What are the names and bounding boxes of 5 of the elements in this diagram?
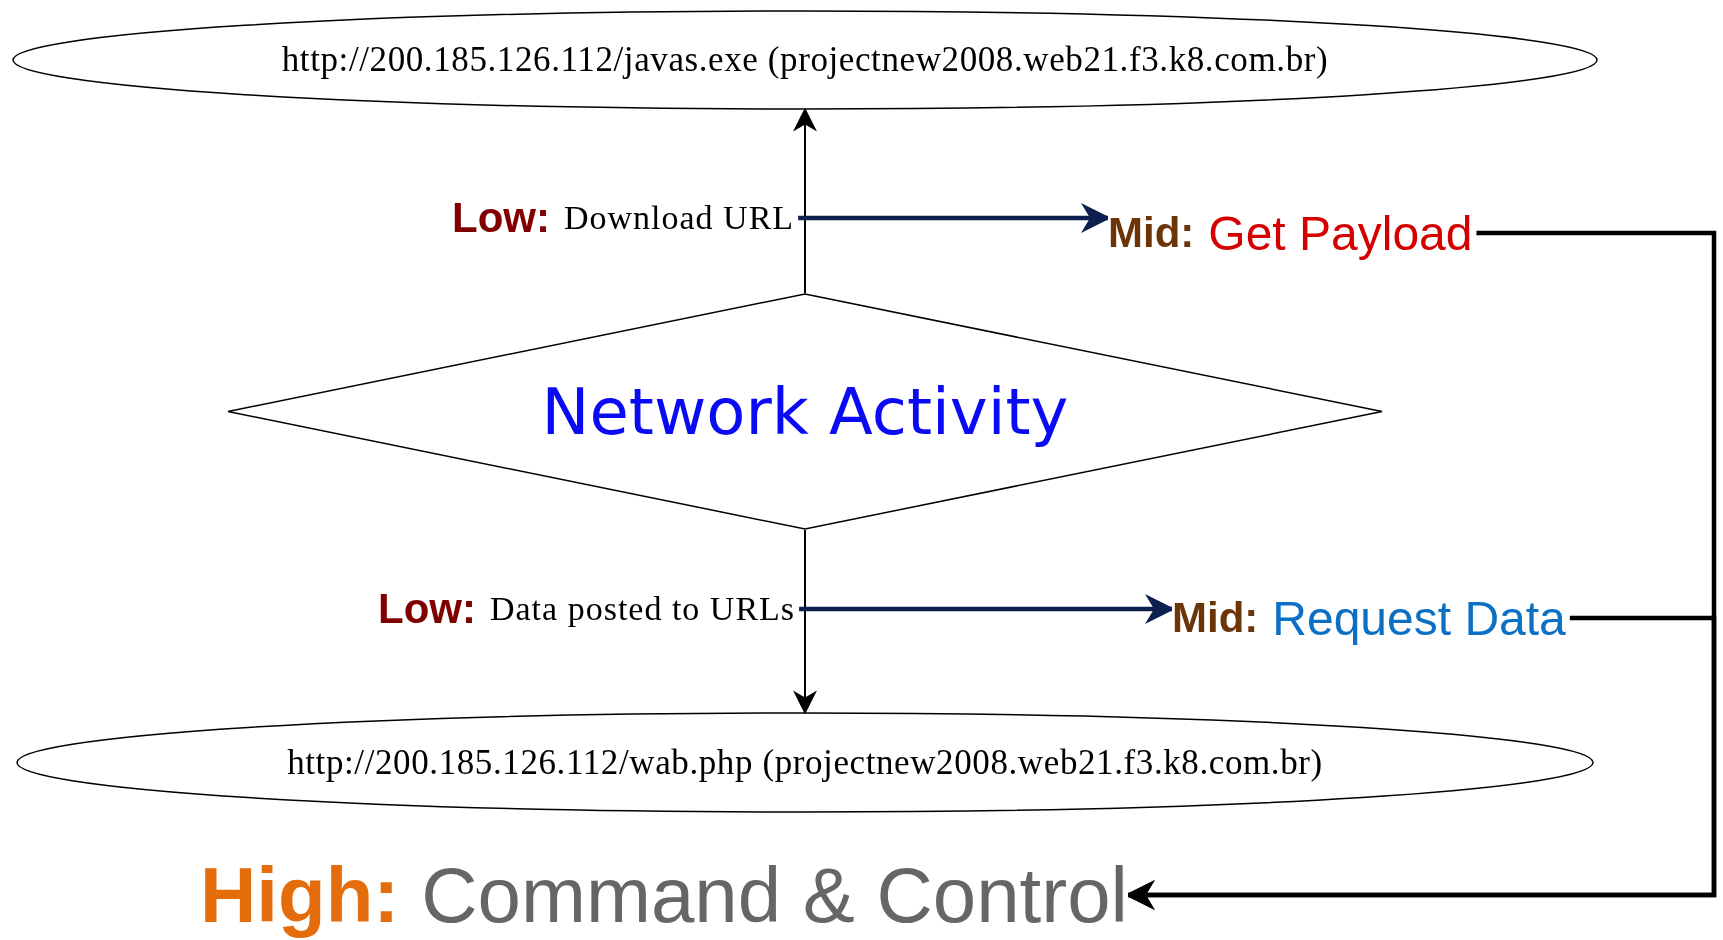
arrow <box>793 107 817 294</box>
arrow <box>793 529 817 715</box>
url-label: http://200.185.126.112/javas.exe (projectnew2008.web21.f3.k8.com.br) <box>281 40 1329 80</box>
url-label: http://200.185.126.112/wab.php (projectnew2008.web21.f3.k8.com.br) <box>287 742 1323 783</box>
decision-label: Network Activity <box>541 374 1069 449</box>
